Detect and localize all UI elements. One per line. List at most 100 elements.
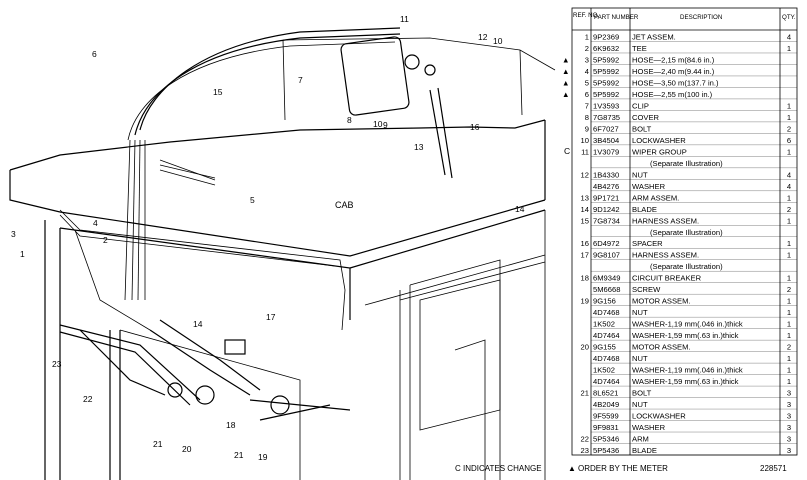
- row-part-number: 9F9831: [593, 423, 619, 432]
- callout-10: 10: [493, 36, 503, 46]
- row-description: COVER: [632, 113, 660, 122]
- row-part-number: 6K9632: [593, 44, 619, 53]
- cab-label: CAB: [335, 200, 354, 210]
- row-description: MOTOR ASSEM.: [632, 343, 691, 352]
- row-qty: 1: [787, 216, 791, 225]
- row-part-number: 9P1721: [593, 193, 619, 202]
- row-description: (Separate Illustration): [650, 262, 723, 271]
- row-part-number: 4D7464: [593, 331, 620, 340]
- row-qty: 2: [787, 205, 791, 214]
- callout-labels: 1 2 3 4 5 6 7 8 9 10 10 11 12 13 14 14 1…: [11, 14, 525, 462]
- row-part-number: 6M9349: [593, 274, 620, 283]
- row-qty: 3: [787, 446, 791, 455]
- row-description: WASHER: [632, 423, 666, 432]
- row-ref: 18: [581, 274, 589, 283]
- cab-illustration: [9, 27, 556, 480]
- callout-13: 13: [414, 142, 424, 152]
- callout-9: 9: [383, 120, 388, 130]
- row-description: (Separate Illustration): [650, 159, 723, 168]
- row-description: HOSE—3,50 m(137.7 in.): [632, 78, 719, 87]
- row-qty: 3: [787, 435, 791, 444]
- row-ref: 5: [585, 78, 589, 87]
- row-description: LOCKWASHER: [632, 412, 686, 421]
- row-part-number: 6F7027: [593, 124, 619, 133]
- row-part-number: 3B4504: [593, 136, 619, 145]
- row-qty: 3: [787, 400, 791, 409]
- row-qty: 1: [787, 113, 791, 122]
- row-part-number: 5P5992: [593, 78, 619, 87]
- row-description: TEE: [632, 44, 647, 53]
- row-part-number: 9P2369: [593, 32, 619, 41]
- row-qty: 1: [787, 354, 791, 363]
- row-part-number: 7G8735: [593, 113, 620, 122]
- row-qty: 1: [787, 147, 791, 156]
- callout-21: 21: [153, 439, 163, 449]
- row-qty: 1: [787, 308, 791, 317]
- order-by-meter-icon: ▲: [562, 67, 570, 76]
- row-ref: 9: [585, 124, 589, 133]
- row-description: WASHER-1,19 mm(.046 in.)thick: [632, 366, 743, 375]
- row-description: HOSE—2,40 m(9.44 in.): [632, 67, 715, 76]
- row-part-number: 1K502: [593, 320, 615, 329]
- row-description: HARNESS ASSEM.: [632, 216, 699, 225]
- row-part-number: 7G8734: [593, 216, 620, 225]
- row-qty: 4: [787, 170, 791, 179]
- row-qty: 2: [787, 343, 791, 352]
- row-description: NUT: [632, 170, 648, 179]
- row-qty: 1: [787, 320, 791, 329]
- row-description: WASHER: [632, 182, 666, 191]
- callout-19: 19: [258, 452, 268, 462]
- callout-16: 16: [470, 122, 480, 132]
- header-qty: QTY.: [782, 14, 796, 21]
- row-qty: 1: [787, 377, 791, 386]
- row-ref: 17: [581, 251, 589, 260]
- row-description: ARM: [632, 435, 649, 444]
- row-description: NUT: [632, 308, 648, 317]
- row-ref: 20: [581, 343, 589, 352]
- row-ref: 19: [581, 297, 589, 306]
- reference-number: 228571: [760, 464, 787, 473]
- callout-18: 18: [226, 420, 236, 430]
- change-note: C INDICATES CHANGE: [455, 464, 542, 473]
- row-qty: 3: [787, 389, 791, 398]
- row-ref: 8: [585, 113, 589, 122]
- callout-2: 2: [103, 235, 108, 245]
- row-qty: 1: [787, 44, 791, 53]
- row-part-number: 4D7468: [593, 308, 620, 317]
- row-part-number: 1V3079: [593, 147, 619, 156]
- row-ref: 21: [581, 389, 589, 398]
- row-ref: 1: [585, 32, 589, 41]
- row-ref: 6: [585, 90, 589, 99]
- callout-8: 8: [347, 115, 352, 125]
- row-part-number: 5M6668: [593, 285, 620, 294]
- row-description: CIRCUIT BREAKER: [632, 274, 702, 283]
- row-qty: 1: [787, 331, 791, 340]
- row-part-number: 5P5992: [593, 90, 619, 99]
- row-description: BOLT: [632, 389, 652, 398]
- callout-3: 3: [11, 229, 16, 239]
- change-marker: C: [564, 146, 570, 156]
- row-part-number: 9D1242: [593, 205, 620, 214]
- row-ref: 15: [581, 216, 589, 225]
- row-description: BLADE: [632, 446, 657, 455]
- row-ref: 23: [581, 446, 589, 455]
- row-part-number: 9G155: [593, 343, 616, 352]
- row-description: HARNESS ASSEM.: [632, 251, 699, 260]
- row-qty: 3: [787, 412, 791, 421]
- row-ref: 14: [581, 205, 589, 214]
- row-description: NUT: [632, 400, 648, 409]
- callout-21b: 21: [234, 450, 244, 460]
- callout-1: 1: [20, 249, 25, 259]
- row-ref: 12: [581, 170, 589, 179]
- row-description: WASHER-1,59 mm(.63 in.)thick: [632, 377, 739, 386]
- order-note: ORDER BY THE METER: [578, 464, 668, 473]
- row-qty: 3: [787, 423, 791, 432]
- row-ref: 7: [585, 101, 589, 110]
- callout-12: 12: [478, 32, 488, 42]
- callout-14: 14: [193, 319, 203, 329]
- row-qty: 2: [787, 124, 791, 133]
- row-qty: 1: [787, 274, 791, 283]
- row-ref: 16: [581, 239, 589, 248]
